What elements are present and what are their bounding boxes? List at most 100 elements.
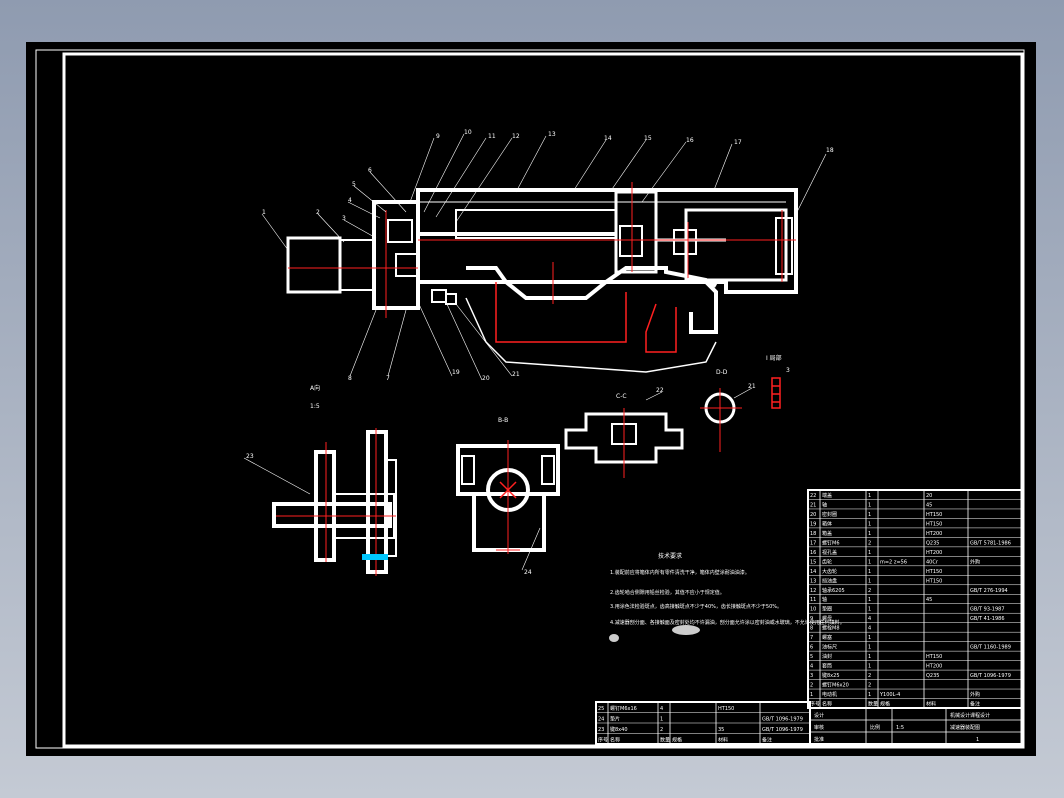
parts-cell: GB/T 5781-1986 (970, 540, 1011, 546)
view-a (243, 428, 397, 576)
parts-cell: m=2 z=56 (880, 559, 907, 565)
parts-cell: 密封圈 (822, 511, 837, 518)
ink-blot (672, 625, 700, 635)
lower-header-cell: 名称 (610, 737, 620, 744)
lower-header-cell: 数量 (660, 737, 670, 744)
parts-cell: HT150 (926, 521, 942, 527)
parts-cell: 大齿轮 (822, 568, 837, 575)
parts-header-cell: 备注 (970, 701, 980, 708)
parts-cell: HT200 (926, 664, 942, 670)
parts-cell: 套筒 (822, 663, 832, 670)
parts-cell: 11 (810, 597, 816, 603)
parts-cell: 2 (810, 683, 813, 689)
parts-cell: 齿轮 (822, 558, 832, 565)
leader-15: 15 (644, 135, 652, 142)
parts-cell: HT200 (926, 531, 942, 537)
outer-border (35, 49, 1025, 749)
tech-line-4: 4.减速器剖分面、各接触面及密封处均不许漏油，剖分面允许涂以密封油或水玻璃，不允… (610, 619, 845, 626)
view-c-leader: 22 (656, 387, 664, 394)
parts-cell: 9 (810, 616, 813, 622)
parts-cell: HT150 (926, 569, 942, 575)
leader-16: 16 (686, 137, 694, 144)
parts-cell: HT150 (926, 512, 942, 518)
parts-cell: 1 (868, 493, 871, 499)
view-d-label: D-D (716, 369, 728, 376)
parts-cell: HT200 (926, 550, 942, 556)
parts-cell: 3 (810, 673, 813, 679)
leader-14: 14 (604, 135, 612, 142)
view-d (700, 387, 753, 452)
parts-cell: 20 (926, 493, 932, 499)
lower-cell: GB/T 1096-1979 (762, 727, 803, 733)
view-c (564, 391, 684, 478)
technical-requirements: 技术要求 1.装配前应将箱体内所有零件清洗干净，箱体内壁涂耐油油漆。 2.齿轮啮… (610, 552, 845, 626)
view-a-scale: 1:5 (310, 403, 320, 410)
parts-cell: GB/T 276-1994 (970, 588, 1008, 594)
parts-cell: 12 (810, 588, 816, 594)
parts-cell: 1 (868, 512, 871, 518)
parts-cell: 1 (868, 607, 871, 613)
parts-cell: 40Cr (926, 559, 939, 565)
parts-cell: 4 (810, 664, 813, 670)
parts-cell: 1 (868, 521, 871, 527)
leader-3: 3 (342, 215, 346, 222)
parts-cell: GB/T 1096-1979 (970, 673, 1011, 679)
parts-cell: 20 (810, 512, 816, 518)
view-b-label: B-B (498, 417, 508, 424)
view-partial (771, 377, 781, 409)
parts-cell: 4 (868, 616, 871, 622)
lower-cell: 垫片 (610, 716, 620, 723)
parts-cell: 5 (810, 654, 813, 660)
leader-19: 19 (452, 369, 460, 376)
leader-12: 12 (512, 133, 520, 140)
parts-cell: 1 (868, 635, 871, 641)
parts-cell: 螺钉M6 (822, 539, 840, 546)
lower-header-cell: 材料 (718, 737, 728, 744)
parts-cell: GB/T 1160-1989 (970, 645, 1011, 651)
leader-8: 8 (348, 375, 352, 382)
view-c-label: C-C (616, 393, 627, 400)
lower-cell: 螺钉M6x16 (610, 705, 637, 712)
leader-2: 2 (316, 209, 320, 216)
parts-header-cell: 材料 (926, 701, 936, 708)
cad-viewport[interactable]: 1 2 3 4 5 6 9 10 11 12 13 14 15 16 17 18… (26, 42, 1036, 756)
parts-cell: 垫圈 (822, 606, 832, 613)
parts-cell: 7 (810, 635, 813, 641)
title-block-text: 设计 审核 批准 比例 1:5 机械设计课程设计 减速器装配图 1 (814, 712, 990, 743)
tech-title: 技术要求 (658, 552, 682, 560)
parts-cell: 8 (810, 626, 813, 632)
parts-cell: 2 (868, 683, 871, 689)
parts-cell: 1 (868, 569, 871, 575)
view-b-leader: 24 (524, 569, 532, 576)
tb-drawing-name: 减速器装配图 (950, 724, 980, 731)
tb-sheet: 1 (976, 737, 979, 743)
leader-18: 18 (826, 147, 834, 154)
tech-line-3: 3.用涂色法检验斑点，齿高接触斑点不少于40%，齿长接触斑点不少于50%。 (610, 603, 782, 610)
parts-cell: 1 (868, 502, 871, 508)
parts-cell: 视孔盖 (822, 549, 837, 556)
parts-header-cell: 数量 (868, 701, 878, 708)
parts-cell: 端盖 (822, 492, 832, 499)
tb-checker: 审核 (814, 724, 824, 731)
parts-cell: 电动机 (822, 691, 837, 698)
parts-cell: GB/T 41-1986 (970, 616, 1005, 622)
leader-20: 20 (482, 375, 490, 382)
tech-line-1: 1.装配前应将箱体内所有零件清洗干净，箱体内壁涂耐油油漆。 (610, 569, 750, 576)
parts-cell: 1 (868, 578, 871, 584)
parts-cell: 10 (810, 607, 816, 613)
parts-cell: 螺钉M6x20 (822, 682, 849, 689)
tb-scale-label: 比例 (870, 724, 880, 731)
parts-cell: 外购 (970, 691, 980, 698)
parts-cell: Q235 (926, 673, 939, 679)
leader-lines (261, 133, 827, 381)
parts-cell: 箱盖 (822, 530, 832, 537)
parts-header-cell: 规格 (880, 701, 890, 708)
parts-cell: 2 (868, 540, 871, 546)
parts-cell: 18 (810, 531, 816, 537)
tb-scale-value: 1:5 (896, 725, 904, 731)
lower-cell: 25 (598, 706, 604, 712)
view-d-leader: 21 (748, 383, 756, 390)
parts-cell: 1 (810, 692, 813, 698)
parts-cell: Y100L-4 (879, 692, 900, 698)
parts-cell: 15 (810, 559, 816, 565)
